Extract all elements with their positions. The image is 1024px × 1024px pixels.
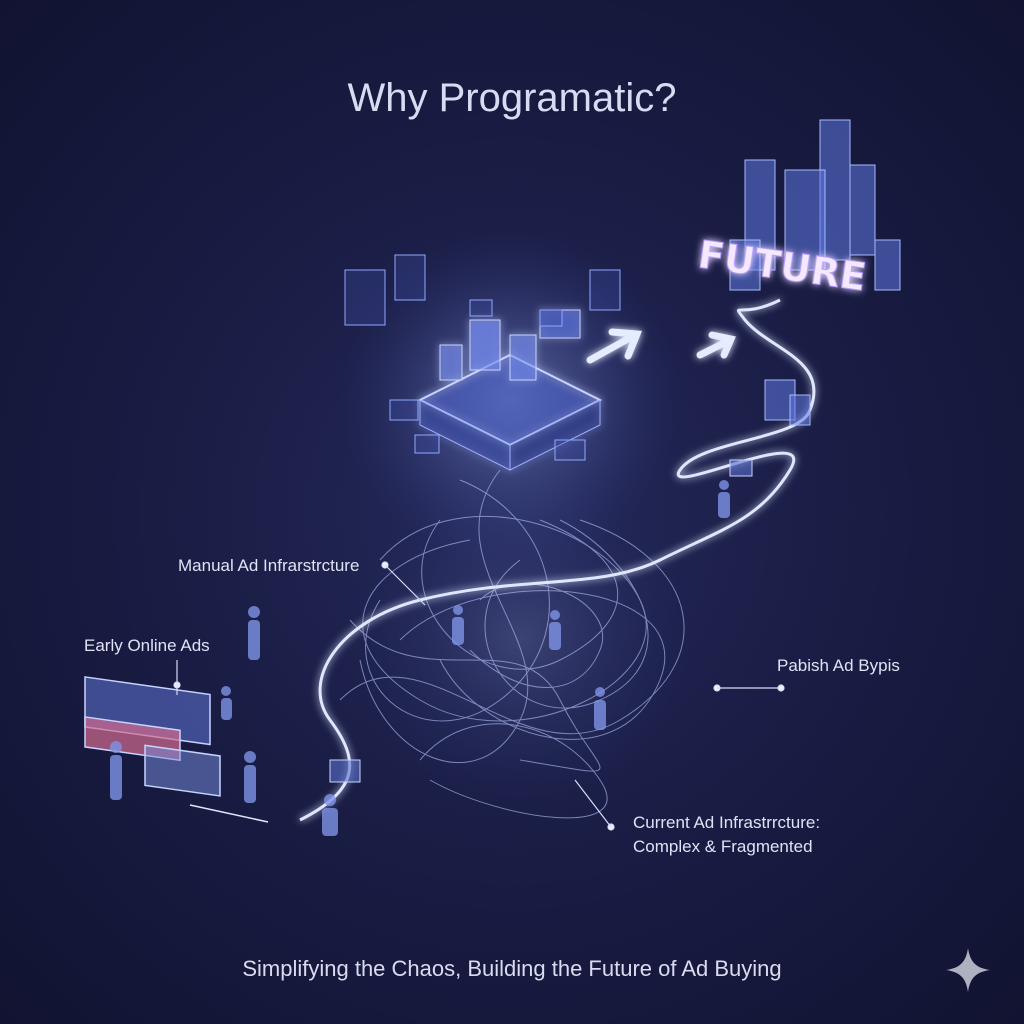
workstation-screen xyxy=(329,759,361,783)
label-manual-ad-infrastructure: Manual Ad Infrarstrcture xyxy=(178,556,360,575)
data-hub-cube xyxy=(417,309,603,471)
floating-data-panels xyxy=(344,254,621,461)
people-figures xyxy=(110,480,730,836)
label-current-line1: Current Ad Infrastrrcture: xyxy=(633,813,821,832)
label-early-online-ads: Early Online Ads xyxy=(84,636,210,655)
tangled-network-lines xyxy=(339,469,685,819)
progress-arrows xyxy=(586,328,736,364)
journey-path xyxy=(299,298,816,822)
chaos-glow xyxy=(350,470,690,810)
label-pabish-ad-bypis: Pabish Ad Bypis xyxy=(777,656,900,675)
label-connectors xyxy=(173,561,785,831)
workstation-screen xyxy=(729,459,753,477)
page-subtitle: Simplifying the Chaos, Building the Futu… xyxy=(242,956,782,981)
future-city xyxy=(729,119,901,426)
page-title: Why Programatic? xyxy=(347,76,677,120)
early-ad-screens xyxy=(84,676,221,797)
label-current-ad-infrastructure: Current Ad Infrastrrcture: Complex & Fra… xyxy=(633,811,820,859)
sparkle-icon xyxy=(946,948,990,992)
label-current-line2: Complex & Fragmented xyxy=(633,837,813,856)
connector-arrow xyxy=(189,804,269,823)
